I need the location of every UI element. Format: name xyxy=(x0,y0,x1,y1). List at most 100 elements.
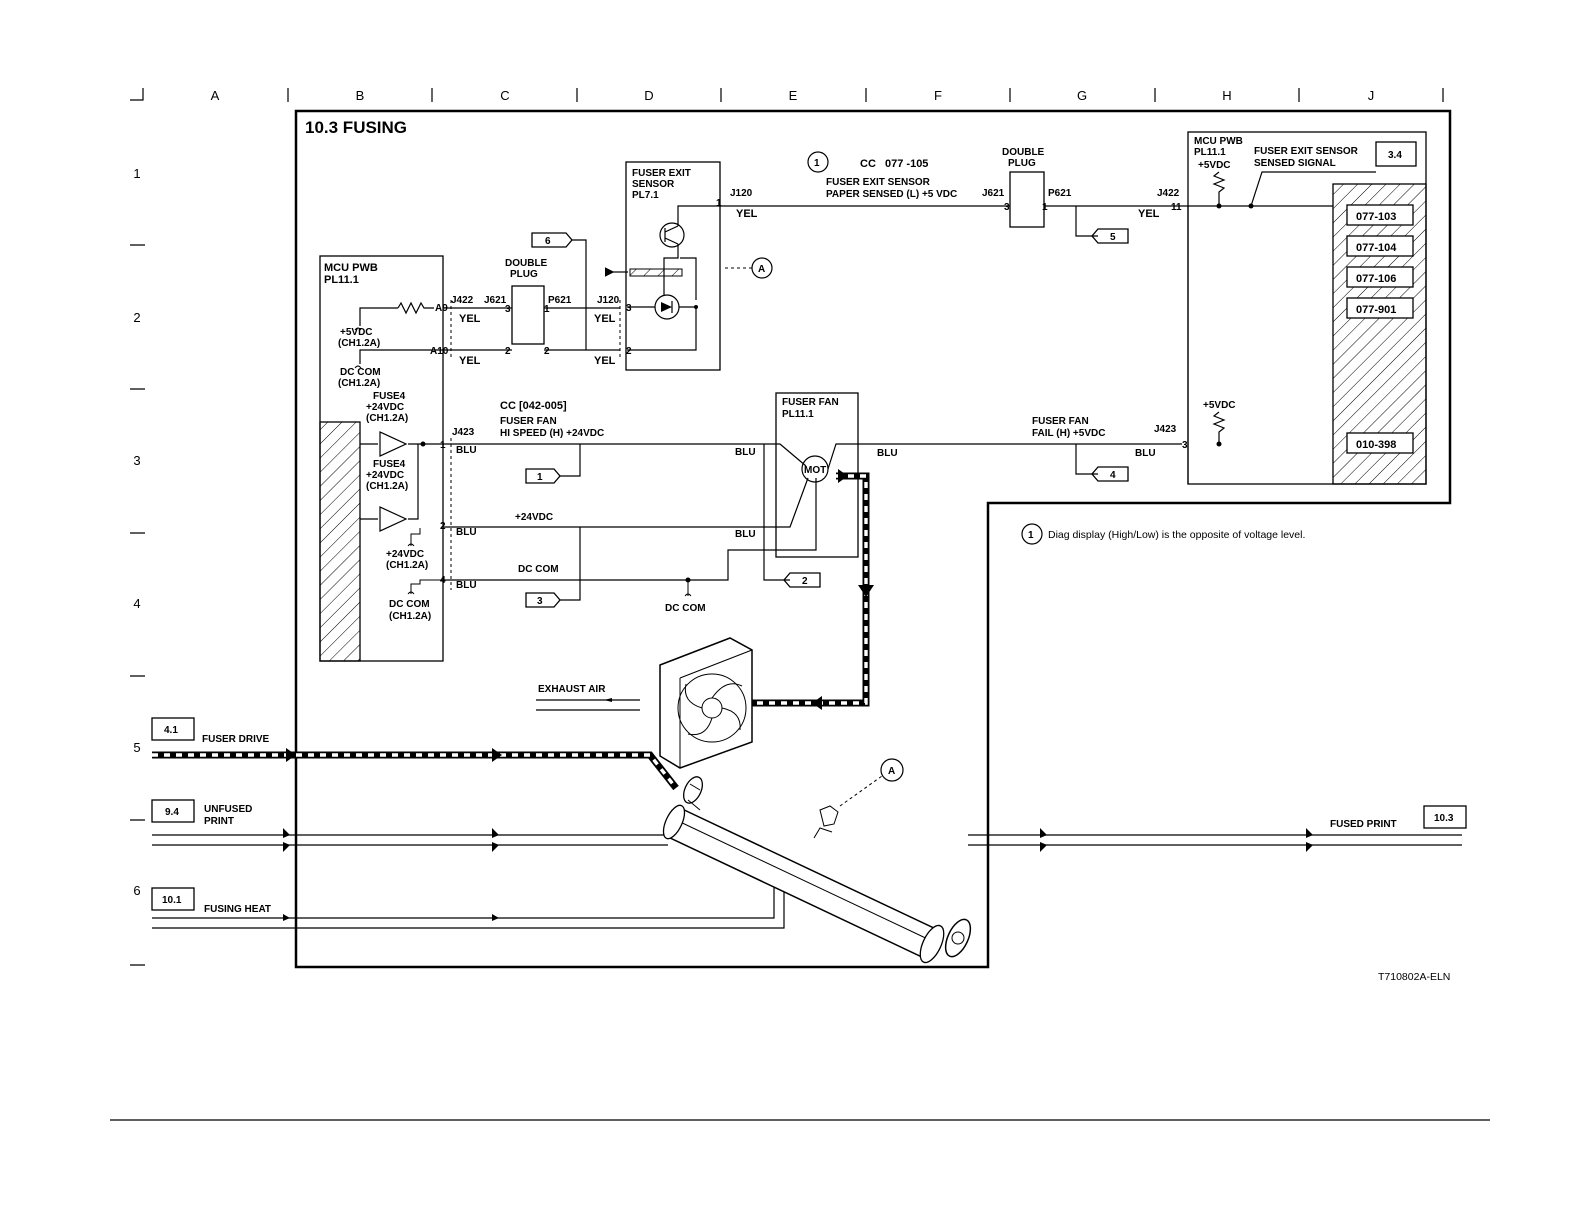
svg-text:CC [042-005]: CC [042-005] xyxy=(500,400,567,412)
svg-text:+5VDC: +5VDC xyxy=(1198,160,1231,171)
column-label-d: D xyxy=(644,88,653,103)
svg-text:A9: A9 xyxy=(435,303,448,314)
svg-text:J120: J120 xyxy=(730,188,753,199)
svg-text:(CH1.2A): (CH1.2A) xyxy=(386,560,428,571)
svg-text:+5VDC: +5VDC xyxy=(340,327,373,338)
mcu-left-name: MCU PWB xyxy=(324,262,378,274)
svg-text:010-398: 010-398 xyxy=(1356,439,1396,451)
svg-text:(CH1.2A): (CH1.2A) xyxy=(366,481,408,492)
column-label-b: B xyxy=(356,88,365,103)
svg-text:(CH1.2A): (CH1.2A) xyxy=(366,413,408,424)
svg-text:YEL: YEL xyxy=(594,355,616,367)
column-label-a: A xyxy=(211,88,220,103)
grid-column-header: A B C D E F G H J xyxy=(130,88,1444,103)
svg-text:+24VDC: +24VDC xyxy=(366,402,404,413)
svg-text:PLUG: PLUG xyxy=(1008,158,1036,169)
svg-text:1: 1 xyxy=(537,472,543,483)
svg-text:FUSER EXIT: FUSER EXIT xyxy=(632,168,691,179)
svg-text:FUSE4: FUSE4 xyxy=(373,391,406,402)
svg-text:J621: J621 xyxy=(484,295,507,306)
grid-row-header: 1 2 3 4 5 6 xyxy=(130,166,145,966)
svg-text:(CH1.2A): (CH1.2A) xyxy=(338,378,380,389)
svg-text:077-103: 077-103 xyxy=(1356,211,1396,223)
svg-text:077-901: 077-901 xyxy=(1356,304,1396,316)
svg-text:DC COM: DC COM xyxy=(389,599,430,610)
svg-text:1: 1 xyxy=(544,304,550,315)
svg-text:FUSER DRIVE: FUSER DRIVE xyxy=(202,734,270,745)
svg-text:A10: A10 xyxy=(430,346,449,357)
svg-text:3.4: 3.4 xyxy=(1388,150,1402,161)
fusing-heat-path: 10.1 FUSING HEAT xyxy=(151,884,785,929)
svg-text:CC: CC xyxy=(860,158,876,170)
svg-text:YEL: YEL xyxy=(736,208,758,220)
column-label-e: E xyxy=(789,88,798,103)
svg-text:FUSER FAN: FUSER FAN xyxy=(782,397,839,408)
svg-text:PL11.1: PL11.1 xyxy=(1194,147,1226,158)
column-label-g: G xyxy=(1077,88,1087,103)
svg-text:10.1: 10.1 xyxy=(162,895,182,906)
svg-text:PL11.1: PL11.1 xyxy=(782,409,814,420)
svg-text:DC COM: DC COM xyxy=(340,367,381,378)
svg-text:PAPER SENSED (L) +5 VDC: PAPER SENSED (L) +5 VDC xyxy=(826,189,957,200)
column-label-h: H xyxy=(1222,88,1231,103)
status-code-list: 077-103 077-104 077-106 077-901 010-398 xyxy=(1346,204,1414,454)
svg-text:3: 3 xyxy=(505,304,511,315)
svg-text:6: 6 xyxy=(545,236,551,247)
svg-text:YEL: YEL xyxy=(459,313,481,325)
callout-6: 6 xyxy=(531,232,587,350)
svg-text:1: 1 xyxy=(1042,202,1048,213)
svg-text:BLU: BLU xyxy=(456,580,477,591)
svg-text:1: 1 xyxy=(440,440,446,451)
svg-text:PRINT: PRINT xyxy=(204,816,234,827)
svg-text:FUSER EXIT SENSOR: FUSER EXIT SENSOR xyxy=(826,177,931,188)
svg-text:J120: J120 xyxy=(597,295,620,306)
svg-text:FUSER EXIT SENSOR: FUSER EXIT SENSOR xyxy=(1254,146,1359,157)
svg-text:4.1: 4.1 xyxy=(164,725,178,736)
svg-text:4: 4 xyxy=(1110,470,1116,481)
column-label-f: F xyxy=(934,88,942,103)
svg-text:DC COM: DC COM xyxy=(518,564,559,575)
svg-text:11: 11 xyxy=(1171,202,1182,213)
svg-text:MOT: MOT xyxy=(804,465,826,476)
svg-text:3: 3 xyxy=(1182,440,1188,451)
svg-text:(CH1.2A): (CH1.2A) xyxy=(338,338,380,349)
svg-text:077-106: 077-106 xyxy=(1356,273,1396,285)
svg-text:BLU: BLU xyxy=(456,527,477,538)
svg-text:BLU: BLU xyxy=(877,448,898,459)
svg-text:P621: P621 xyxy=(548,295,572,306)
exit-sensor-signal-line: J120 YEL J621 P621 DOUBLE PLUG 3 1 J422 … xyxy=(720,147,1182,244)
diag-note: 1 Diag display (High/Low) is the opposit… xyxy=(1021,523,1305,545)
svg-text:EXHAUST AIR: EXHAUST AIR xyxy=(538,684,606,695)
sensor-power-circuit: +5VDC (CH1.2A) DC COM (CH1.2A) A9 A10 xyxy=(338,301,449,389)
svg-text:2: 2 xyxy=(505,346,511,357)
row-label-2: 2 xyxy=(133,310,140,325)
svg-text:(CH1.2A): (CH1.2A) xyxy=(389,611,431,622)
mcu-left-pl: PL11.1 xyxy=(324,274,359,286)
mcu-pwb-left: MCU PWB PL11.1 xyxy=(319,255,444,662)
double-plug-right xyxy=(1009,171,1045,228)
column-label-c: C xyxy=(500,88,509,103)
svg-text:SENSOR: SENSOR xyxy=(632,179,675,190)
svg-text:1: 1 xyxy=(814,158,820,169)
svg-text:3: 3 xyxy=(626,303,632,314)
svg-text:MCU PWB: MCU PWB xyxy=(1194,136,1243,147)
svg-text:HI SPEED (H) +24VDC: HI SPEED (H) +24VDC xyxy=(500,428,604,439)
svg-text:2: 2 xyxy=(802,576,808,587)
svg-text:FAIL (H) +5VDC: FAIL (H) +5VDC xyxy=(1032,428,1105,439)
svg-text:BLU: BLU xyxy=(1135,448,1156,459)
fuser-roll-assembly xyxy=(662,776,972,964)
diagram-frame xyxy=(294,109,1452,969)
svg-text:FUSER FAN: FUSER FAN xyxy=(1032,416,1089,427)
svg-text:FUSED PRINT: FUSED PRINT xyxy=(1330,819,1397,830)
svg-text:2: 2 xyxy=(544,346,550,357)
row-label-1: 1 xyxy=(133,166,140,181)
svg-text:3: 3 xyxy=(537,596,543,607)
svg-text:9.4: 9.4 xyxy=(165,807,179,818)
svg-text:A: A xyxy=(758,264,765,275)
svg-text:+24VDC: +24VDC xyxy=(515,512,553,523)
exhaust-air-label: EXHAUST AIR xyxy=(536,684,640,711)
double-plug-left xyxy=(511,285,545,345)
svg-text:1: 1 xyxy=(716,198,722,209)
fuser-exit-sensor: FUSER EXIT SENSOR PL7.1 3 2 1 A xyxy=(604,161,773,371)
svg-text:SENSED SIGNAL: SENSED SIGNAL xyxy=(1254,158,1336,169)
